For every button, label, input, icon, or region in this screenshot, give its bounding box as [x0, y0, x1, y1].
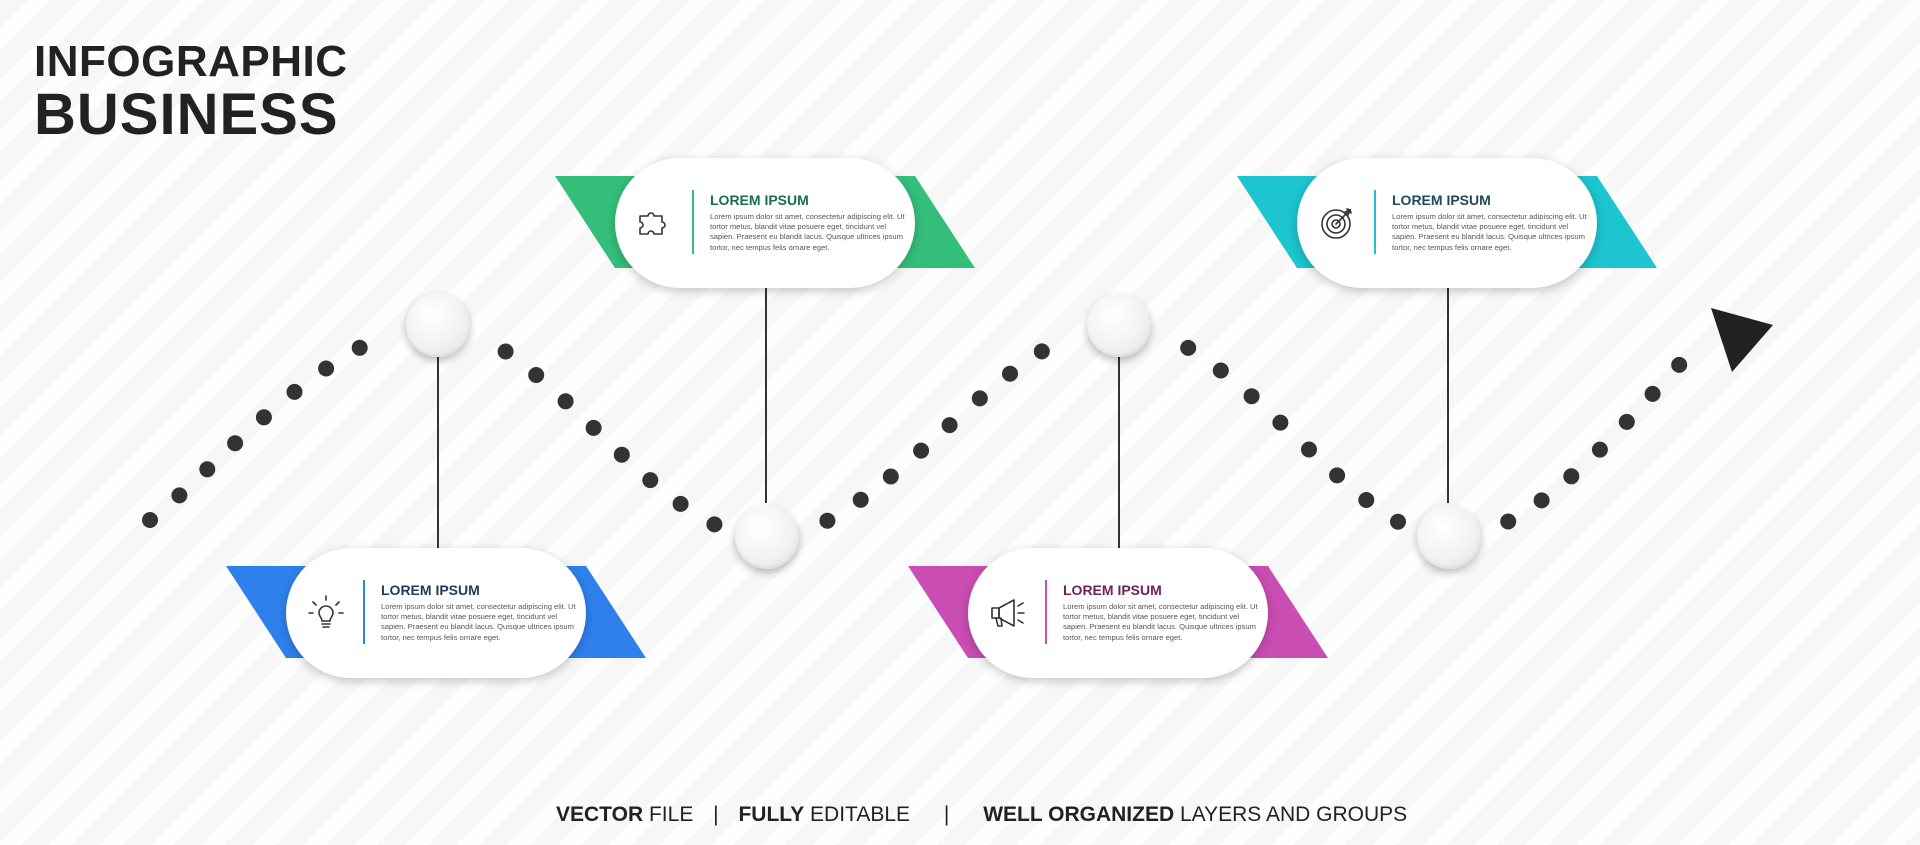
path-dot: [142, 512, 158, 528]
card-divider-1: [363, 580, 365, 644]
card-divider-2: [692, 190, 694, 254]
path-dot: [528, 367, 545, 383]
step-card-1: LOREM IPSUM Lorem ipsum dolor sit amet, …: [226, 548, 646, 678]
puzzle-icon: [639, 212, 666, 235]
lightbulb-icon: [308, 595, 344, 628]
node-bottom-1: [735, 505, 799, 569]
step-card-4: LOREM IPSUM Lorem ipsum dolor sit amet, …: [1237, 158, 1657, 288]
step-heading-4: LOREM IPSUM: [1392, 192, 1491, 208]
title-line-2: BUSINESS: [34, 82, 339, 147]
path-dot: [913, 442, 930, 459]
path-dot: [1671, 356, 1688, 373]
path-dot: [1329, 467, 1346, 484]
path-dot: [642, 472, 659, 489]
path-dot: [706, 516, 723, 533]
node-top-1: [406, 293, 470, 357]
path-dot: [1533, 492, 1550, 509]
page-title: INFOGRAPHIC BUSINESS: [34, 40, 348, 144]
node-top-2: [1087, 293, 1151, 357]
path-dot: [255, 409, 272, 426]
footer-part2-bold: FULLY: [738, 803, 805, 826]
footer-separator-1: |: [713, 803, 719, 826]
step-heading-2: LOREM IPSUM: [710, 192, 809, 208]
step-heading-3: LOREM IPSUM: [1063, 582, 1162, 598]
path-dot: [613, 446, 630, 463]
footer-part3-rest: LAYERS AND GROUPS: [1174, 803, 1408, 826]
path-dot: [1358, 492, 1375, 508]
path-dot: [1180, 339, 1197, 356]
path-dot: [1243, 388, 1260, 405]
path-dot: [1390, 513, 1406, 530]
path-dot: [1618, 413, 1635, 430]
step-body-4: Lorem ipsum dolor sit amet, consectetur …: [1392, 212, 1587, 252]
path-dot: [941, 417, 958, 434]
step-card-2: LOREM IPSUM Lorem ipsum dolor sit amet, …: [555, 158, 975, 288]
footer-part1-rest: FILE: [643, 803, 694, 826]
card-pill-1: [286, 548, 586, 678]
path-dot: [819, 512, 836, 529]
path-dot: [318, 360, 335, 377]
path-dot: [672, 495, 689, 512]
target-icon: [1321, 208, 1352, 239]
megaphone-icon: [991, 599, 1025, 627]
path-dot: [1591, 441, 1608, 458]
path-dot: [1272, 414, 1289, 431]
path-dot: [1301, 441, 1317, 458]
path-dot: [1644, 385, 1661, 402]
path-dot: [852, 491, 869, 508]
arrow-head-icon: [1711, 308, 1773, 372]
step-heading-1: LOREM IPSUM: [381, 582, 480, 598]
path-dot: [227, 435, 244, 452]
path-dots: [142, 339, 1688, 533]
title-line-1: INFOGRAPHIC: [34, 37, 348, 86]
path-dot: [1212, 362, 1229, 379]
footer-part1-bold: VECTOR: [556, 803, 644, 826]
path-dot: [286, 383, 303, 400]
footer-caption: VECTOR FILE | FULLY EDITABLE | WELL ORGA…: [556, 803, 1407, 827]
card-divider-4: [1374, 190, 1376, 254]
step-body-1: Lorem ipsum dolor sit amet, consectetur …: [381, 602, 576, 642]
path-dot: [351, 339, 368, 356]
stem-step-2: [765, 288, 767, 503]
path-dot: [882, 468, 899, 485]
step-body-2: Lorem ipsum dolor sit amet, consectetur …: [710, 212, 905, 252]
step-card-3: LOREM IPSUM Lorem ipsum dolor sit amet, …: [908, 548, 1328, 678]
path-dot: [1563, 468, 1580, 485]
step-body-3: Lorem ipsum dolor sit amet, consectetur …: [1063, 602, 1258, 642]
path-dot: [1500, 513, 1517, 530]
path-dot: [1033, 343, 1050, 360]
footer-part2-rest: EDITABLE: [804, 803, 911, 826]
stem-step-1: [437, 326, 439, 551]
card-divider-3: [1045, 580, 1047, 644]
stem-step-4: [1447, 288, 1449, 503]
path-dot: [585, 419, 602, 436]
footer-part3-bold: WELL ORGANIZED: [983, 803, 1175, 826]
path-dot: [199, 461, 216, 478]
node-bottom-2: [1417, 505, 1481, 569]
stem-step-3: [1118, 326, 1120, 551]
path-dot: [171, 487, 188, 504]
path-dot: [497, 343, 514, 360]
card-pill-4: [1297, 158, 1597, 288]
path-dot: [971, 390, 988, 407]
path-dot: [557, 393, 574, 410]
footer-separator-2: |: [943, 803, 950, 826]
path-dot: [1002, 365, 1018, 382]
